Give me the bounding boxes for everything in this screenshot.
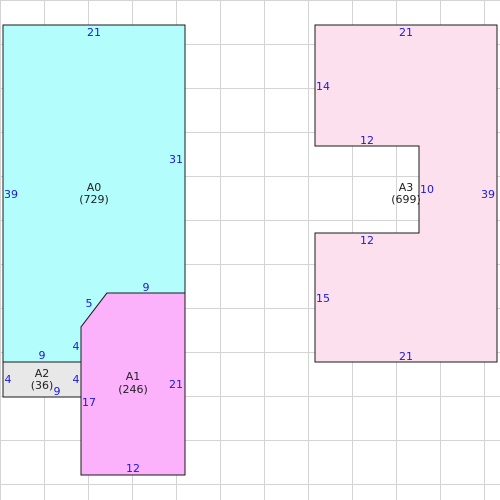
area-a2-name: A2 xyxy=(35,367,50,380)
dim-a3-top: 21 xyxy=(399,26,413,39)
dim-a3-notch-bottom: 12 xyxy=(360,234,374,247)
dim-a3-notch-top: 12 xyxy=(360,134,374,147)
dim-a3-lower-left: 15 xyxy=(316,292,330,305)
dim-a2-bottom: 9 xyxy=(54,385,61,398)
dim-a2-right: 4 xyxy=(73,373,80,386)
area-a2-value: (36) xyxy=(31,379,54,392)
area-a3-value: (699) xyxy=(391,193,421,206)
area-a3-name: A3 xyxy=(399,181,414,194)
area-a3-shape xyxy=(314,24,498,363)
dim-a1-bottom: 12 xyxy=(126,462,140,475)
area-a2-shape xyxy=(2,361,82,398)
dim-a3-right: 39 xyxy=(481,188,495,201)
dim-a1-left: 17 xyxy=(82,396,96,409)
dim-a0-notch-vertical: 4 xyxy=(73,340,80,353)
area-a1-shape xyxy=(80,292,186,476)
area-a1-name: A1 xyxy=(126,370,141,383)
dim-a0-right: 31 xyxy=(169,153,183,166)
dim-a2-left: 4 xyxy=(5,373,12,386)
dim-a0-bottom: 9 xyxy=(39,349,46,362)
dim-a1-right: 21 xyxy=(169,378,183,391)
dim-a0-top: 21 xyxy=(87,26,101,39)
area-a0-value: (729) xyxy=(79,193,109,206)
area-a0-name: A0 xyxy=(87,181,102,194)
dim-a3-upper-left: 14 xyxy=(316,80,330,93)
dim-a0-left: 39 xyxy=(4,188,18,201)
dim-a3-notch-depth: 10 xyxy=(420,183,434,196)
dim-a3-bottom: 21 xyxy=(399,350,413,363)
area-a1-value: (246) xyxy=(118,383,148,396)
dim-a0-step-top: 9 xyxy=(143,281,150,294)
dim-a0-chamfer: 5 xyxy=(86,297,93,310)
